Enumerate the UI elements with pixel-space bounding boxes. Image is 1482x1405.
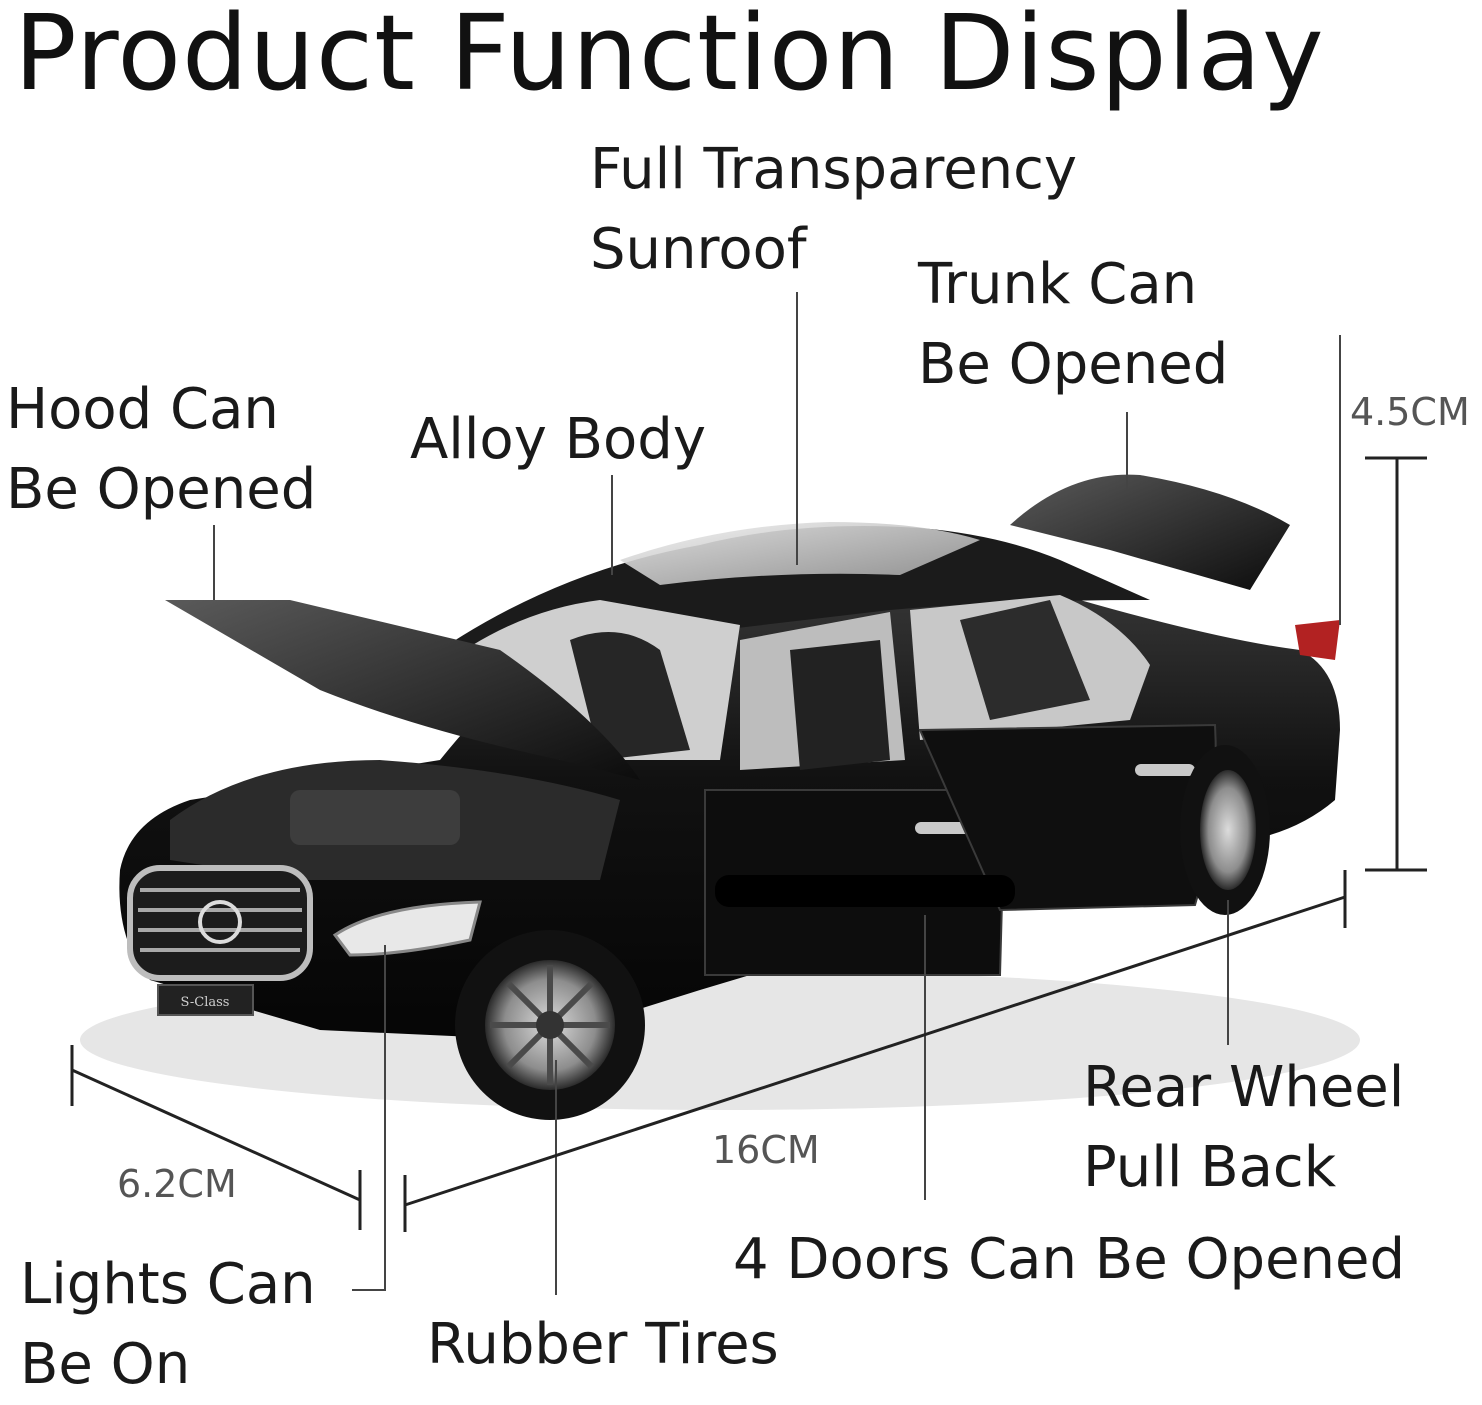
label-alloy-line1: Alloy Body (410, 407, 706, 472)
grille-slats (138, 888, 302, 952)
rear-seat (960, 600, 1090, 720)
label-trunk-line1: Trunk Can (918, 252, 1198, 317)
label-lights-line1: Lights Can (20, 1252, 316, 1317)
label-tires: Rubber Tires (427, 1305, 779, 1385)
redaction-bar (715, 875, 1015, 907)
label-sunroof-line1: Full Transparency (590, 137, 1078, 202)
front-grille (127, 865, 313, 981)
open-hood (165, 600, 640, 780)
label-sunroof-line2: Sunroof (590, 217, 807, 282)
license-plate (157, 984, 254, 1016)
dimension-length-label: 16CM (712, 1128, 820, 1172)
star-emblem (198, 900, 242, 944)
label-rear-wheel: Rear Wheel Pull Back (1083, 1048, 1404, 1208)
sunroof-glass (620, 522, 980, 585)
leader-lines (213, 292, 1341, 1295)
badge-text: S-Class (181, 995, 230, 1010)
label-lights-line2: Be On (20, 1332, 191, 1397)
height-dimension (1365, 456, 1427, 872)
dimension-height-label: 4.5CM (1350, 390, 1470, 434)
label-trunk: Trunk Can Be Opened (918, 245, 1228, 405)
tail-light (1295, 620, 1340, 660)
label-tires-line1: Rubber Tires (427, 1312, 779, 1377)
label-rear-wheel-line2: Pull Back (1083, 1135, 1337, 1200)
page-title: Product Function Display (14, 0, 1325, 114)
width-dimension (70, 1045, 362, 1230)
leader-lights (352, 945, 386, 1291)
engine-cover (290, 790, 460, 845)
label-doors-line1: 4 Doors Can Be Opened (733, 1227, 1406, 1292)
label-trunk-line2: Be Opened (918, 332, 1229, 397)
label-lights: Lights Can Be On (20, 1245, 316, 1405)
label-hood-line2: Be Opened (6, 457, 317, 522)
label-rear-wheel-line1: Rear Wheel (1083, 1055, 1405, 1120)
label-hood-line1: Hood Can (6, 377, 279, 442)
open-trunk (1010, 474, 1290, 590)
label-alloy-body: Alloy Body (410, 400, 706, 480)
front-wheel-hub (536, 1011, 564, 1039)
front-interior-seat (790, 640, 890, 770)
length-dimension (403, 870, 1347, 1232)
label-sunroof: Full Transparency Sunroof (590, 130, 1077, 290)
dimension-width-label: 6.2CM (117, 1162, 237, 1206)
rear-door-handle (1135, 764, 1195, 776)
label-doors: 4 Doors Can Be Opened (733, 1220, 1405, 1300)
label-hood: Hood Can Be Opened (6, 370, 316, 530)
front-seat (570, 632, 690, 760)
rear-wheel-rim (1200, 770, 1256, 890)
headlight (332, 900, 482, 957)
